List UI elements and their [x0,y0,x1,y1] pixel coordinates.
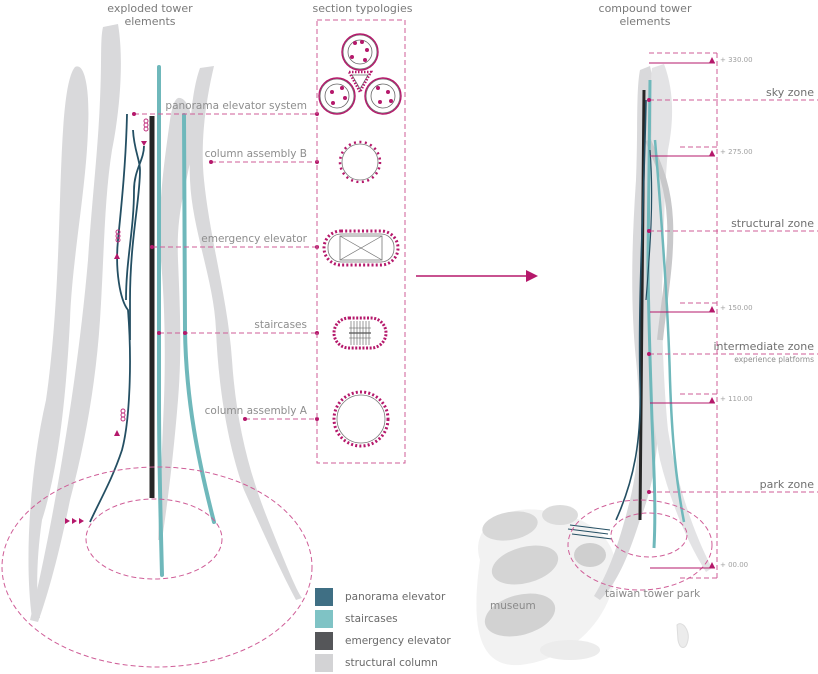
staircase-shaft [157,65,164,577]
legend-swatch [315,588,333,606]
exploded-title-line1: exploded tower [107,2,193,15]
elevation-150: + 150.00 [720,304,753,312]
section-staircases [332,316,388,350]
compound-title-line2: elements [619,15,671,28]
arrow-right-icon [79,518,84,524]
park-outer-ellipse [567,499,713,591]
arrow-right-icon [65,518,70,524]
elevation-00: + 00.00 [720,561,749,569]
compound-title: compound tower elements [560,2,730,28]
legend-label: structural column [345,657,438,669]
zone-intermediate-sublabel: experience platforms [734,355,814,364]
museum-landscape [476,505,689,666]
elevation-triangle-icon [709,397,715,403]
exploded-structural-columns [28,24,302,622]
section-column-assembly-b [338,140,382,184]
legend-swatch [315,654,333,672]
structural-column [189,66,302,600]
elevation-triangle-icon [709,150,715,156]
exploded-staircases [157,65,216,577]
zone-dots [647,98,651,494]
elevation-triangle-icon [709,306,715,312]
callout-column-assembly-b: column assembly B [204,148,307,160]
exploded-base-outer-ellipse [1,466,313,668]
legend-label: panorama elevator [345,591,446,603]
legend-item-staircases: staircases [315,608,451,630]
zone-leaders [649,99,818,493]
compound-tower [567,64,712,600]
park-label: taiwan tower park [605,588,701,600]
callout-emergency-elevator: emergency elevator [201,233,307,245]
arrow-up-icon [114,253,120,259]
legend-item-panorama-elevator: panorama elevator [315,586,451,608]
legend-item-structural-column: structural column [315,652,451,674]
arrow-up-icon [114,430,120,436]
structural-column [28,66,89,618]
panorama-elevator-track [125,145,145,301]
arrow-right-icon [72,518,77,524]
legend-label: staircases [345,613,398,625]
structural-column [158,97,194,540]
elevation-axis [649,52,718,579]
section-panorama-elevator-system [318,33,402,115]
legend-item-emergency-elevator: emergency elevator [315,630,451,652]
panorama-elevator-track [129,129,141,340]
museum-label: museum [490,600,536,612]
park-inner-ellipse [610,512,688,558]
legend-swatch [315,632,333,650]
section-title: section typologies [312,2,413,15]
zone-sky: sky zone [766,86,814,99]
arrow-down-icon [141,141,147,146]
staircase-shaft [182,113,216,524]
elevation-markers [709,57,715,568]
exploded-direction-arrows [65,141,147,524]
legend: panorama elevator staircases emergency e… [315,586,451,674]
compound-title-line1: compound tower [598,2,692,15]
exploded-cabin-markers [115,118,149,422]
legend-swatch [315,610,333,628]
zone-intermediate: intermediate zone [713,340,814,353]
panorama-elevator-track [89,113,131,523]
elevation-triangle-icon [709,57,715,63]
callout-column-assembly-a: column assembly A [204,405,307,417]
zone-park: park zone [759,478,814,491]
section-emergency-elevator [322,229,400,267]
legend-label: emergency elevator [345,635,451,647]
exploded-title: exploded tower elements [60,2,240,28]
elevation-110: + 110.00 [720,395,753,403]
exploded-title-line2: elements [124,15,176,28]
callout-staircases: staircases [254,319,307,331]
exploded-panorama-elevator [89,113,145,523]
elevation-330: + 330.00 [720,56,753,64]
elevation-275: + 275.00 [720,148,753,156]
elevation-ticks [649,62,715,569]
exploded-base-inner-ellipse [85,498,223,580]
section-typologies-frame [316,19,406,464]
structural-column [30,24,121,622]
callout-panorama-elevator-system: panorama elevator system [165,100,307,112]
elevation-triangle-icon [709,562,715,568]
zone-structural: structural zone [731,217,814,230]
section-column-assembly-a [332,390,390,448]
